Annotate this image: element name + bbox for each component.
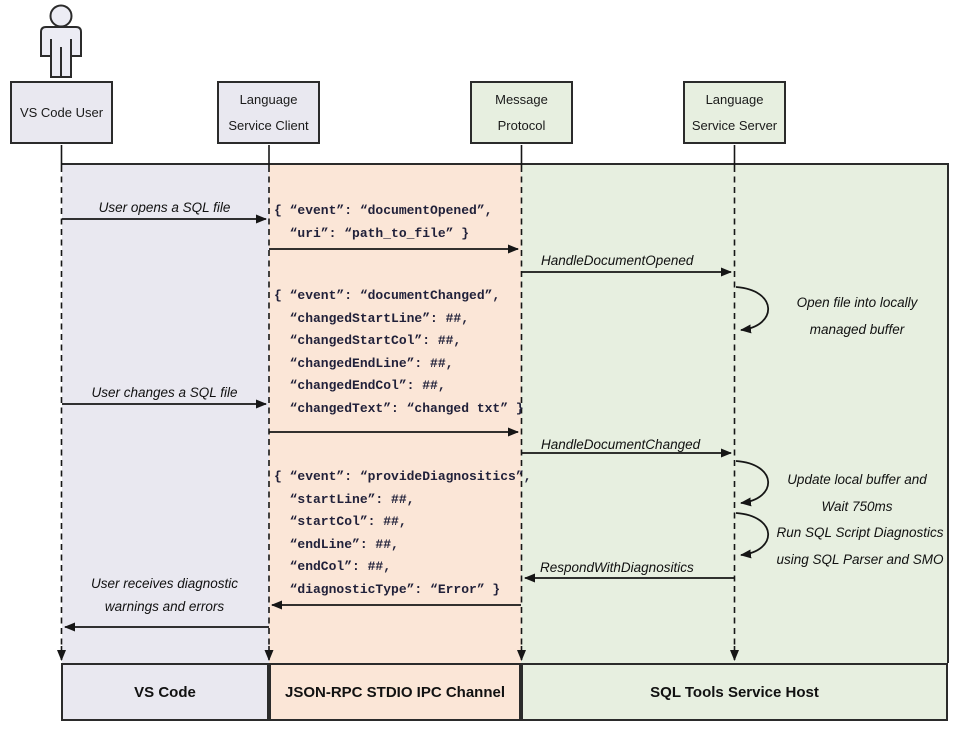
participant-language-service-client: Language Service Client [217,81,320,144]
participant-label: Language [705,91,764,107]
lane-json-rpc-channel: JSON-RPC STDIO IPC Channel [269,663,521,721]
participant-label: Protocol [497,117,546,133]
participant-language-service-server: Language Service Server [683,81,786,144]
note-update-buffer-wait: Update local buffer and Wait 750ms [787,472,927,514]
json-document-opened: { “event”: “documentOpened”, “uri”: “pat… [274,203,493,241]
note-open-file-buffer: Open file into locally managed buffer [796,295,918,337]
label-user-opens-sql-file: User opens a SQL file [98,200,231,215]
note-run-sql-diagnostics: Run SQL Script Diagnostics using SQL Par… [776,525,944,567]
json-provide-diagnostics: { “event”: “provideDiagnositics”, “start… [274,469,532,597]
lane-label: JSON-RPC STDIO IPC Channel [284,683,506,701]
lane-label: SQL Tools Service Host [650,683,819,701]
participant-label: Message [495,91,548,107]
user-actor-icon [40,4,82,78]
loop-run-diagnostics [735,512,769,559]
label-user-changes-sql-file: User changes a SQL file [91,385,238,400]
column-vscode [62,164,269,663]
participant-label: Service Client [228,117,309,133]
participant-label: Language [239,91,298,107]
lane-vscode: VS Code [61,663,269,721]
label-user-receives-diagnostics: User receives diagnostic warnings and er… [90,576,239,614]
participant-label: Service Server [691,117,778,133]
region-border [62,163,949,663]
participant-message-protocol: Message Protocol [470,81,573,144]
lane-label: VS Code [134,683,196,701]
label-handle-document-opened: HandleDocumentOpened [541,253,694,268]
participant-label: VS Code User [19,104,104,120]
label-handle-document-changed: HandleDocumentChanged [541,437,701,452]
participant-vscode-user: VS Code User [10,81,113,144]
lane-sql-tools-service-host: SQL Tools Service Host [521,663,948,721]
column-ipc-channel [269,164,521,663]
loop-open-file-buffer [735,286,769,334]
json-document-changed: { “event”: “documentChanged”, “changedSt… [274,288,524,416]
label-respond-with-diagnostics: RespondWithDiagnositics [540,560,694,575]
loop-update-buffer [735,460,769,507]
